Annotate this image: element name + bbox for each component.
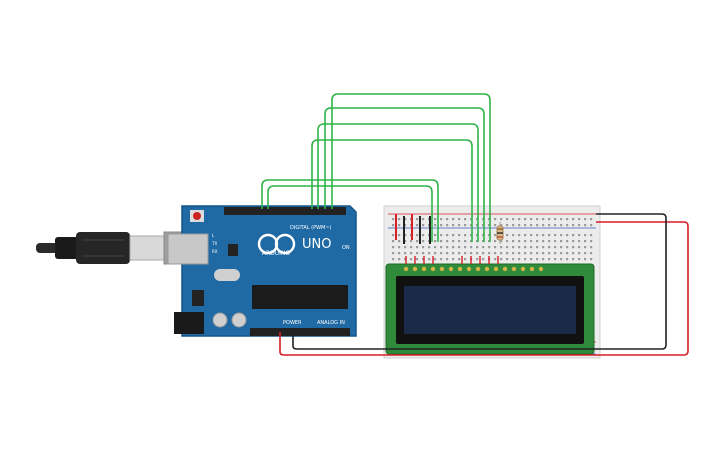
signal-wires[interactable] xyxy=(261,93,491,242)
wire-5v[interactable] xyxy=(279,221,689,356)
on-label: ON xyxy=(342,245,350,251)
capacitor-1 xyxy=(212,312,228,328)
tx-label: TX xyxy=(211,241,217,246)
power-label: POWER xyxy=(283,320,302,326)
wire-d12[interactable] xyxy=(261,179,439,242)
lcd-module[interactable] xyxy=(385,263,595,355)
lcd-screen xyxy=(404,286,576,334)
rx-label: RX xyxy=(212,249,218,254)
digital-header xyxy=(224,207,346,215)
wire-d5[interactable] xyxy=(311,139,473,242)
analog-label: ANALOG IN xyxy=(317,320,345,326)
atmega-chip xyxy=(252,285,348,309)
digital-label: DIGITAL (PWM~) xyxy=(290,225,332,231)
wire-gnd[interactable] xyxy=(292,213,667,350)
usb-port xyxy=(167,233,209,265)
power-wires[interactable] xyxy=(279,213,689,356)
arduino-uno-board[interactable]: ARDUINO UNO DIGITAL (PWM~) POWER ANALOG … xyxy=(167,205,357,337)
lcd-pin-header xyxy=(403,266,544,272)
arduino-model: UNO xyxy=(302,237,331,252)
wire-d11[interactable] xyxy=(267,185,433,242)
arduino-brand: ARDUINO xyxy=(262,250,291,257)
regulator xyxy=(192,290,204,306)
small-chip xyxy=(228,244,238,256)
capacitor-2 xyxy=(231,312,247,328)
power-analog-header xyxy=(250,328,350,336)
wire-d2[interactable] xyxy=(331,93,491,242)
arduino-logo-right xyxy=(274,233,296,255)
breadboard-jumpers[interactable] xyxy=(395,214,499,264)
l-label: L xyxy=(212,233,215,238)
crystal xyxy=(214,269,240,281)
reset-button[interactable] xyxy=(193,212,201,220)
power-jack xyxy=(174,312,204,334)
resistor[interactable] xyxy=(496,222,504,244)
wire-d4[interactable] xyxy=(317,123,479,242)
wire-d3[interactable] xyxy=(324,107,485,242)
usb-cable[interactable] xyxy=(36,231,185,265)
